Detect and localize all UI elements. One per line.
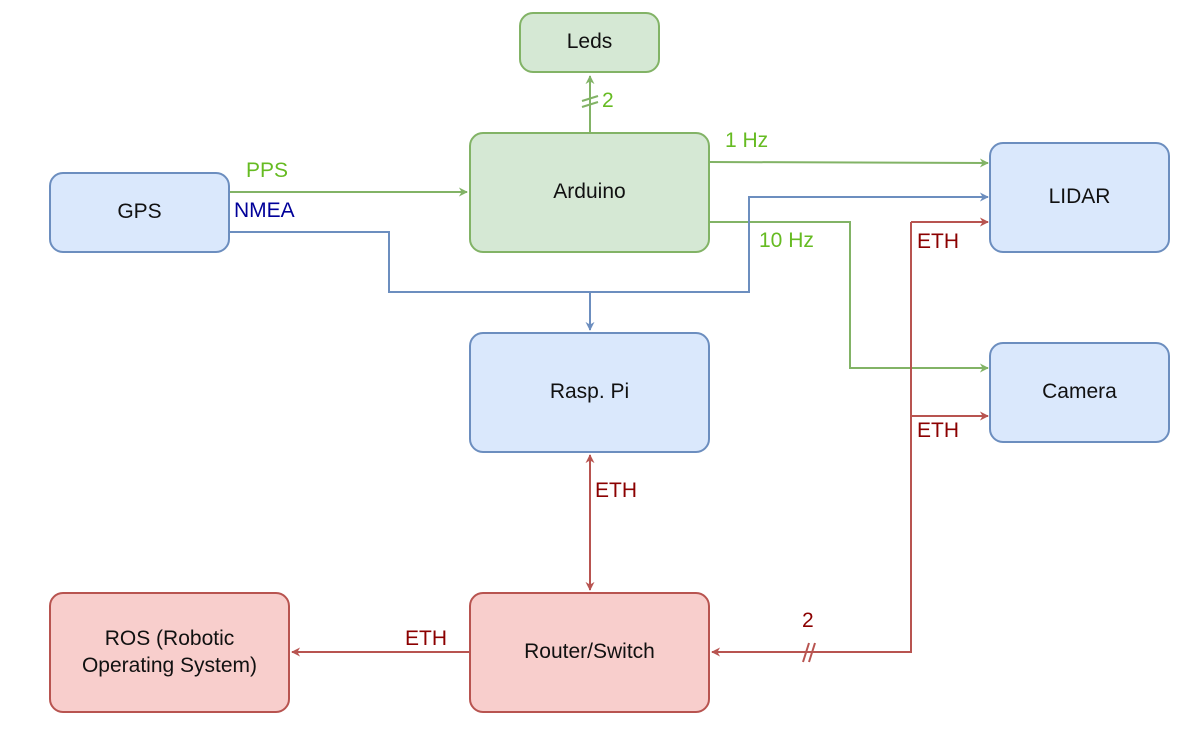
label-eth-raspi: ETH (595, 479, 637, 502)
node-rasp-pi-label: Rasp. Pi (549, 380, 630, 404)
node-lidar[interactable]: LIDAR (989, 142, 1170, 253)
label-10hz: 10 Hz (759, 229, 814, 252)
node-gps-label: GPS (117, 200, 162, 224)
node-gps[interactable]: GPS (49, 172, 230, 253)
node-camera-label: Camera (1042, 380, 1117, 404)
node-lidar-label: LIDAR (1048, 185, 1111, 209)
edge-gps-raspi-nmea (230, 231, 595, 331)
node-camera[interactable]: Camera (989, 342, 1170, 443)
node-ros-label: ROS (Robotic Operating System) (81, 627, 258, 677)
node-ros[interactable]: ROS (Robotic Operating System) (49, 592, 290, 713)
node-arduino-label: Arduino (553, 180, 626, 204)
label-eth-ros: ETH (405, 627, 447, 650)
label-pps: PPS (246, 159, 289, 182)
label-1hz: 1 Hz (725, 129, 769, 152)
edge-bus-router (711, 222, 912, 657)
node-router[interactable]: Router/Switch (469, 592, 710, 713)
label-eth-lidar: ETH (917, 230, 959, 253)
edge-arduino-camera-10hz (710, 221, 989, 373)
label-leds-count: 2 (602, 89, 614, 112)
node-router-label: Router/Switch (524, 640, 655, 664)
edge-arduino-lidar-1hz (709, 158, 989, 168)
node-leds-label: Leds (566, 30, 613, 54)
edge-raspi-lidar (590, 192, 989, 293)
label-eth-camera: ETH (917, 419, 959, 442)
node-leds[interactable]: Leds (519, 12, 660, 73)
label-nmea: NMEA (234, 199, 295, 222)
bus-slash-leds (581, 95, 599, 108)
node-arduino[interactable]: Arduino (469, 132, 710, 253)
bus-slash-router (802, 642, 816, 663)
node-rasp-pi[interactable]: Rasp. Pi (469, 332, 710, 453)
label-bus-count: 2 (802, 609, 814, 632)
